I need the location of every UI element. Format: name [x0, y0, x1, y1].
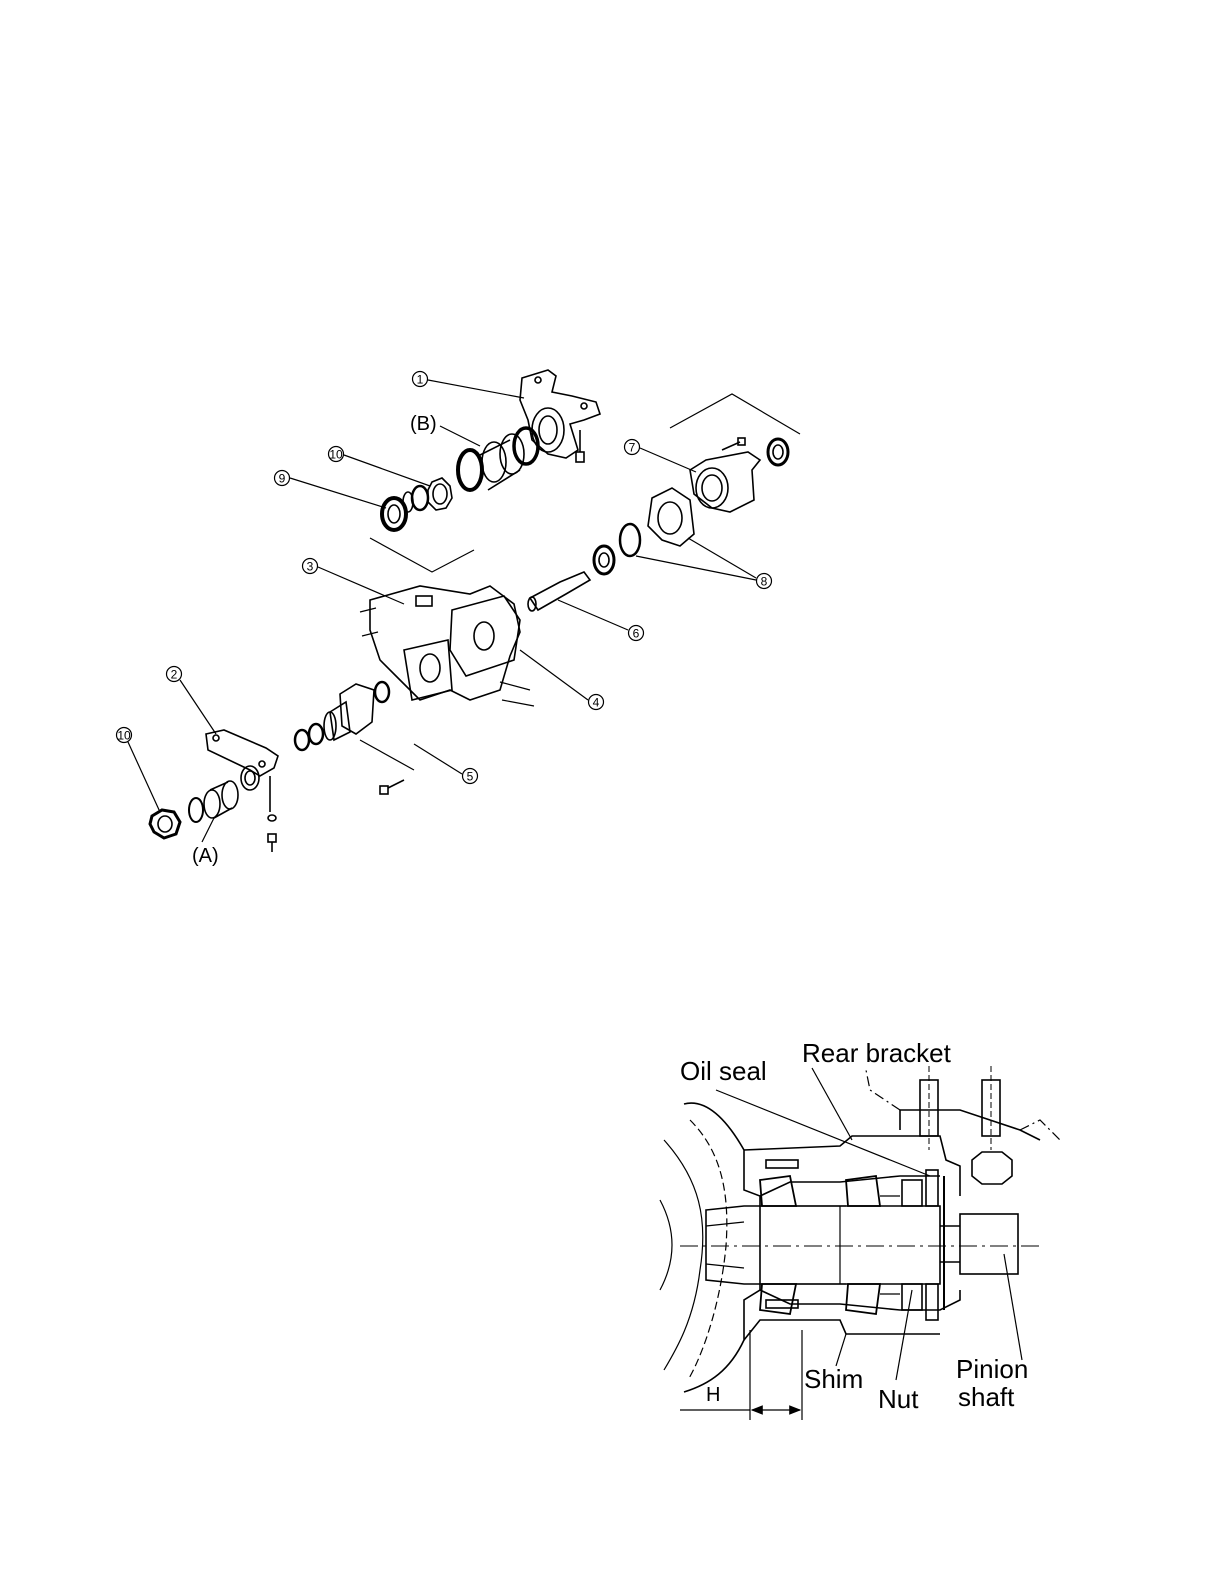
label-nut: Nut — [878, 1384, 919, 1414]
pinion-shaft-end — [960, 1214, 1018, 1274]
part-b-bushing — [458, 428, 538, 490]
pinion-shaft-body — [706, 1206, 940, 1284]
leader-9 — [290, 478, 386, 508]
leader-10-top — [344, 455, 430, 486]
callout-5: 5 — [467, 770, 474, 784]
callout-9: 9 — [279, 472, 286, 486]
bearing-outer — [846, 1176, 880, 1314]
leader-a — [202, 818, 214, 842]
callout-10-bottom: 10 — [117, 729, 131, 743]
label-b: (B) — [410, 413, 437, 435]
callout-4: 4 — [593, 696, 600, 710]
callout-1: 1 — [417, 373, 424, 387]
part-1-bracket — [520, 370, 600, 462]
leader-5 — [414, 744, 462, 774]
label-pinion-shaft-line2: shaft — [958, 1382, 1015, 1412]
leader-3 — [318, 567, 404, 604]
group-bracket-right — [670, 394, 800, 434]
leader-4 — [520, 650, 588, 700]
leader-1 — [428, 380, 524, 398]
part-a-bushing — [189, 781, 238, 822]
leader-6 — [558, 600, 628, 630]
label-rear-bracket: Rear bracket — [802, 1038, 952, 1068]
nut-lower — [902, 1284, 922, 1310]
exploded-view: 1 (B) 10 9 — [117, 370, 801, 867]
label-pinion-shaft-line1: Pinion — [956, 1354, 1028, 1384]
part-10-top-nut — [403, 478, 452, 512]
leader-7 — [640, 448, 696, 472]
bolt-head — [972, 1152, 1012, 1184]
callout-10-top: 10 — [329, 448, 343, 462]
leader-rear-bracket — [812, 1068, 852, 1140]
label-shim: Shim — [804, 1364, 863, 1394]
leader-10-bottom — [128, 742, 160, 812]
part-2-bracket — [206, 730, 278, 852]
label-dimension-h: H — [706, 1384, 720, 1406]
nut-upper — [902, 1180, 922, 1206]
leader-pinion-shaft — [1004, 1254, 1022, 1360]
leader-oil-seal — [716, 1090, 930, 1176]
leader-2 — [180, 680, 216, 734]
callout-2: 2 — [171, 668, 178, 682]
part-3-4-housing — [360, 586, 534, 706]
leader-shim — [836, 1334, 846, 1366]
part-5-spindle — [295, 682, 404, 794]
label-oil-seal: Oil seal — [680, 1056, 767, 1086]
leader-8a — [688, 538, 756, 578]
callout-6: 6 — [633, 627, 640, 641]
label-a: (A) — [192, 845, 219, 867]
callout-7: 7 — [629, 441, 636, 455]
ring-gear — [684, 1103, 760, 1392]
leader-b — [440, 426, 480, 446]
part-9-bearing — [382, 498, 406, 530]
part-7-rear-bracket — [690, 438, 788, 512]
callout-8: 8 — [761, 575, 768, 589]
leader-nut — [896, 1290, 912, 1380]
part-8-gasket — [620, 488, 694, 556]
group-bracket-5 — [360, 740, 414, 770]
callout-3: 3 — [307, 560, 314, 574]
part-10-bottom-nut — [150, 810, 180, 838]
group-bracket-left — [370, 538, 474, 572]
part-6-pinion-shaft — [528, 546, 614, 611]
